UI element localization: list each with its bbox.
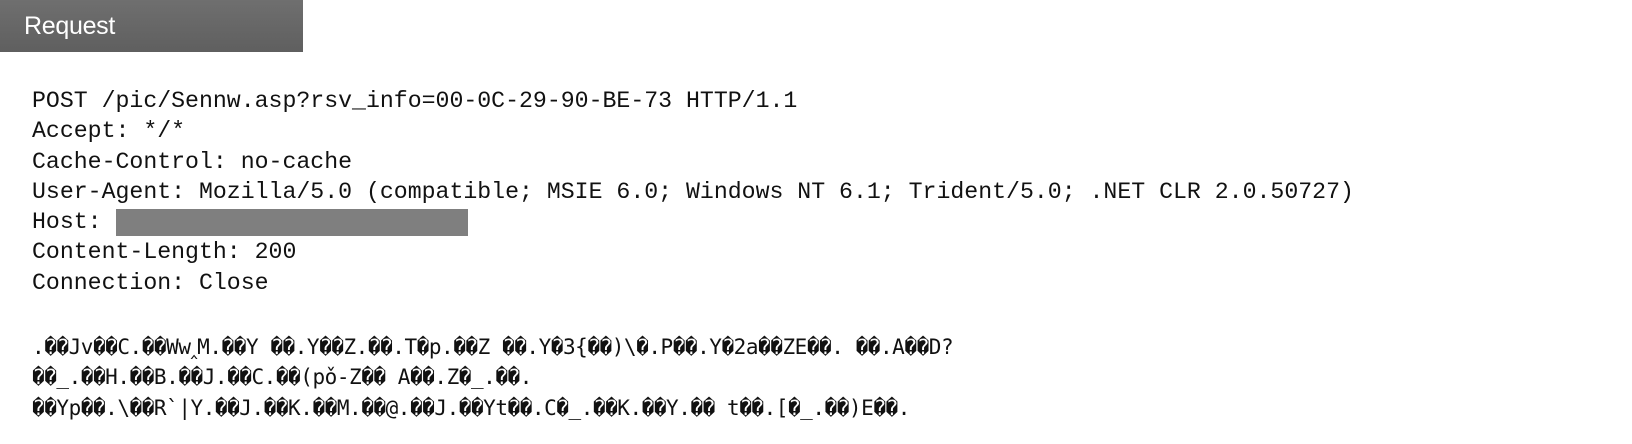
host-header: Host: <box>32 207 1354 237</box>
host-redaction-bar <box>115 209 468 237</box>
body-line: .��Jv��C.��Ww‸M.��Y ��.Y��Z.��.T�p.��Z �… <box>32 335 954 359</box>
body-line: ��_.��H.��B.��J.��C.��(pǒ-Z�� A��.Z�_.��… <box>32 365 532 390</box>
http-request-headers: POST /pic/Sennw.asp?rsv_info=00-0C-29-90… <box>32 86 1354 298</box>
user-agent-header: User-Agent: Mozilla/5.0 (compatible; MSI… <box>32 178 1354 205</box>
request-section-header: Request <box>0 0 303 52</box>
accept-header: Accept: */* <box>32 118 186 145</box>
request-line: POST /pic/Sennw.asp?rsv_info=00-0C-29-90… <box>32 88 798 114</box>
body-line: ��Yp��.\��R`|Y.��J.��K.��M.��@.��J.��Yt�… <box>32 395 910 420</box>
host-header-label: Host: <box>32 209 116 236</box>
content-length-header: Content-Length: 200 <box>32 239 297 266</box>
connection-header: Connection: Close <box>32 269 269 296</box>
http-request-body: .��Jv��C.��Ww‸M.��Y ��.Y��Z.��.T�p.��Z �… <box>32 332 954 423</box>
cache-control-header: Cache-Control: no-cache <box>32 148 353 175</box>
